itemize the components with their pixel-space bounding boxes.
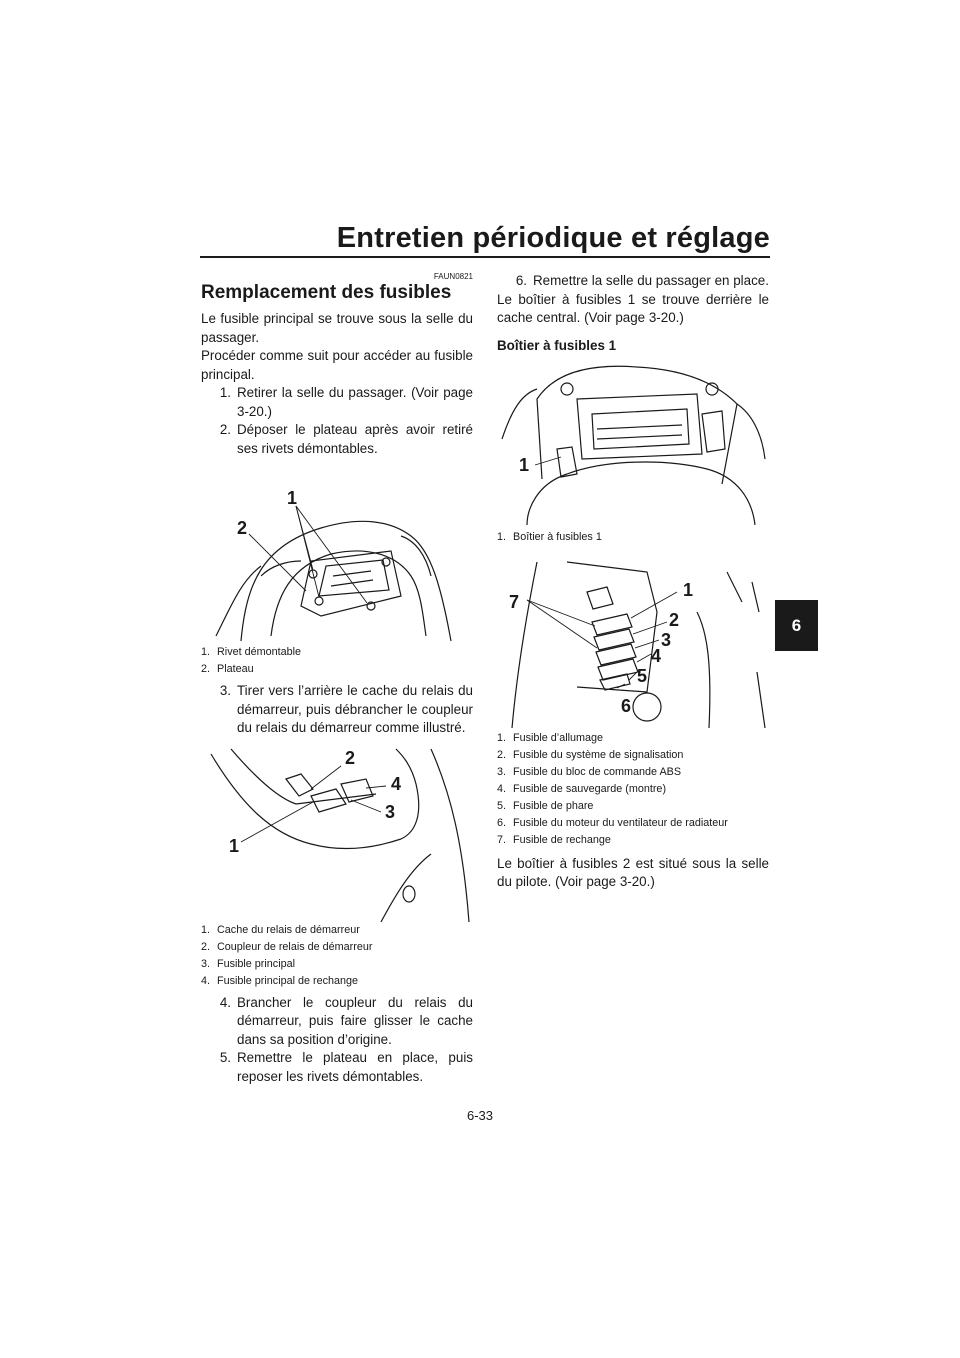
step-number: 6. — [515, 273, 527, 288]
caption-number: 4. — [497, 782, 507, 795]
chapter-tab: 6 — [775, 600, 818, 651]
caption-item: 3. Fusible principal — [201, 956, 473, 973]
caption-item: 7. Fusible de rechange — [497, 832, 769, 849]
intro-paragraph-2: Procéder comme suit pour accéder au fusi… — [201, 348, 473, 382]
caption-item: 2. Plateau — [201, 661, 473, 678]
step-text: Remettre le plateau en place, puis repos… — [237, 1050, 473, 1084]
figure-3-caption: 1. Boîtier à fusibles 1 — [497, 529, 769, 546]
callout-2: 2 — [345, 748, 355, 768]
step-text: Retirer la selle du passager. (Voir page… — [237, 385, 473, 419]
step-2: 2. Déposer le plateau après avoir retiré… — [201, 421, 473, 458]
page-header-title: Entretien périodique et réglage — [336, 222, 770, 254]
callout-7: 7 — [509, 592, 519, 612]
caption-text: Fusible du bloc de commande ABS — [513, 765, 682, 778]
caption-item: 1. Cache du relais de démarreur — [201, 922, 473, 939]
callout-4: 4 — [391, 774, 401, 794]
step-1: 1. Retirer la selle du passager. (Voir p… — [201, 384, 473, 421]
callout-1: 1 — [287, 488, 297, 508]
figure-4-caption: 1. Fusible d’allumage 2. Fusible du systèm… — [497, 730, 769, 849]
left-column: FAUN0821 Remplacement des fusibles Le fu… — [201, 272, 473, 1086]
page-number: 6-33 — [466, 1108, 494, 1123]
caption-number: 7. — [497, 833, 507, 846]
step-text: Brancher le coupleur du relais du démarr… — [237, 994, 473, 1047]
fuse-box-1-location-illustration: 1 — [501, 365, 766, 525]
step-4: 4. Brancher le coupleur du relais du dém… — [201, 994, 473, 1050]
caption-number: 1. — [201, 923, 211, 936]
caption-number: 1. — [201, 646, 211, 658]
callout-2: 2 — [669, 610, 679, 630]
intro-paragraph-1: Le fusible principal se trouve sous la s… — [201, 311, 473, 345]
caption-text: Fusible de phare — [513, 799, 594, 812]
caption-number: 3. — [201, 957, 211, 970]
caption-item: 1. Boîtier à fusibles 1 — [497, 529, 769, 546]
callout-6: 6 — [621, 696, 631, 716]
step-number: 2. — [219, 422, 231, 437]
caption-text: Rivet démontable — [217, 646, 302, 658]
callout-1: 1 — [519, 455, 529, 475]
step-5: 5. Remettre le plateau en place, puis re… — [201, 1049, 473, 1086]
callout-1: 1 — [683, 580, 693, 600]
caption-text: Fusible de sauvegarde (montre) — [513, 782, 667, 795]
caption-text: Plateau — [217, 663, 254, 675]
caption-item: 1. Rivet démontable — [201, 644, 473, 661]
figure-2-caption: 1. Cache du relais de démarreur 2. Coupleu… — [201, 922, 473, 990]
callout-3: 3 — [385, 802, 395, 822]
callout-4: 4 — [651, 646, 661, 666]
caption-text: Fusible principal de rechange — [217, 974, 359, 987]
caption-number: 2. — [201, 940, 211, 953]
callout-1: 1 — [229, 836, 239, 856]
step-number: 5. — [219, 1050, 231, 1065]
caption-text: Fusible du moteur du ventilateur de radi… — [513, 816, 728, 829]
caption-item: 4. Fusible de sauvegarde (montre) — [497, 781, 769, 798]
step-text: Tirer vers l’arrière le cache du relais … — [237, 683, 473, 735]
caption-number: 3. — [497, 765, 507, 778]
caption-text: Fusible d’allumage — [513, 731, 604, 744]
caption-number: 2. — [497, 748, 507, 761]
step-text: Déposer le plateau après avoir retiré se… — [237, 422, 473, 456]
document-code: FAUN0821 — [433, 272, 473, 281]
seat-tray-illustration: 1 2 — [215, 488, 452, 642]
step-6: 6. Remettre la selle du passager en plac… — [497, 272, 769, 291]
caption-item: 4. Fusible principal de rechange — [201, 973, 473, 990]
caption-item: 6. Fusible du moteur du ventilateur de ra… — [497, 816, 769, 830]
caption-item: 3. Fusible du bloc de commande ABS — [497, 764, 769, 781]
step-3: 3. Tirer vers l’arrière le cache du rela… — [201, 682, 473, 738]
starter-relay-illustration: 2 4 3 1 — [210, 748, 470, 922]
fuse-box-1-subheading: Boîtier à fusibles 1 — [497, 337, 617, 353]
caption-number: 1. — [497, 731, 507, 744]
caption-number: 5. — [497, 799, 507, 812]
fuse-box-2-location: Le boîtier à fusibles 2 est situé sous l… — [497, 855, 769, 890]
caption-text: Fusible de rechange — [513, 833, 611, 846]
step-number: 1. — [219, 385, 231, 400]
step-number: 3. — [219, 683, 231, 698]
caption-number: 1. — [497, 530, 507, 543]
callout-5: 5 — [637, 666, 647, 686]
caption-item: 5. Fusible de phare — [497, 798, 769, 815]
caption-text: Fusible principal — [217, 957, 296, 970]
caption-number: 2. — [201, 663, 211, 675]
section-heading: Remplacement des fusibles — [201, 282, 452, 303]
step-number: 4. — [219, 994, 231, 1010]
callout-3: 3 — [661, 630, 671, 650]
caption-item: 1. Fusible d’allumage — [497, 730, 769, 747]
caption-number: 4. — [201, 974, 211, 987]
step-text: Remettre la selle du passager en place. — [533, 273, 769, 288]
right-column: 6. Remettre la selle du passager en plac… — [497, 272, 769, 892]
caption-text: Cache du relais de démarreur — [217, 923, 360, 936]
fuse-box-1-location: Le boîtier à fusibles 1 se trouve derriè… — [497, 291, 769, 326]
caption-item: 2. Coupleur de relais de démarreur — [201, 939, 473, 956]
caption-text: Coupleur de relais de démarreur — [217, 940, 373, 953]
callout-2: 2 — [237, 518, 247, 538]
caption-number: 6. — [497, 816, 507, 829]
figure-1-caption: 1. Rivet démontable 2. Plateau — [201, 644, 473, 678]
header-rule — [200, 256, 770, 258]
caption-text: Fusible du système de signalisation — [513, 748, 684, 761]
caption-item: 2. Fusible du système de signalisation — [497, 747, 769, 764]
fuse-box-1-detail-illustration: 1 2 3 4 5 6 7 — [509, 560, 766, 728]
caption-text: Boîtier à fusibles 1 — [513, 530, 602, 543]
